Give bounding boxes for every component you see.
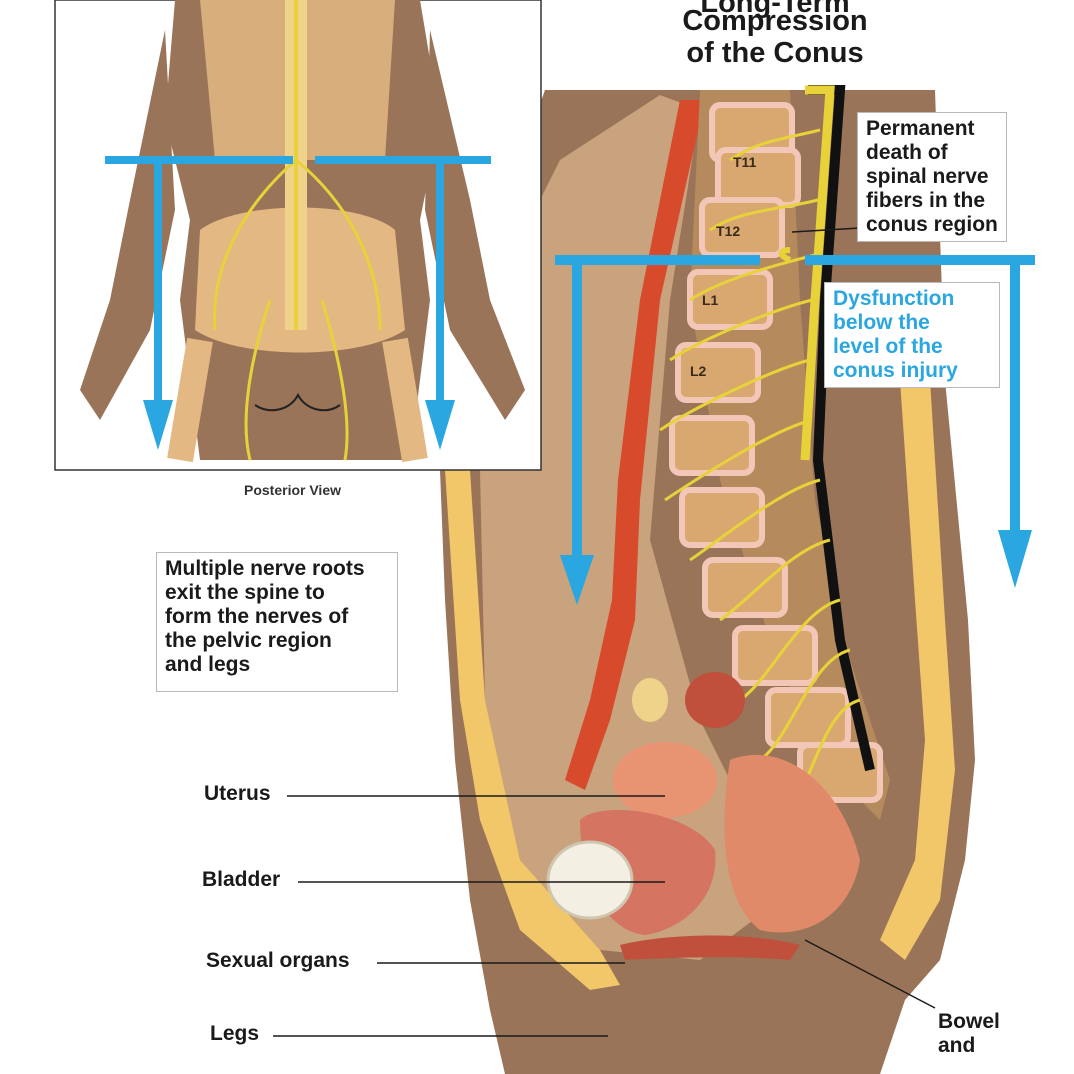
vertebra-labels: T11 T12 L1 L2 (690, 154, 757, 379)
nerve-root (664, 418, 813, 502)
vertebral-body (732, 625, 818, 686)
vertebra-label-t12: T12 (716, 223, 740, 239)
vertebra-label-t11: T11 (733, 154, 757, 170)
vertebral-body (702, 557, 788, 618)
label-sexual-organs: Sexual organs (206, 949, 350, 972)
fat-layer-front (445, 470, 620, 990)
leader-lines (273, 227, 936, 1037)
fat-layer-back (880, 380, 955, 960)
callout-nerve-roots: Multiple nerve roots exit the spine to f… (156, 552, 398, 692)
nerve-root (669, 298, 813, 362)
nerve-root (759, 648, 851, 762)
nerve-root (709, 198, 819, 232)
nerve-root (689, 478, 821, 562)
spinal-cord (778, 85, 875, 772)
posterior-view-caption: Posterior View (244, 482, 342, 498)
vertebra-label-l1: L1 (702, 292, 719, 308)
vertebral-body (679, 487, 765, 548)
nerve-root (719, 538, 831, 622)
ovary-shape (685, 672, 745, 728)
label-bladder: Bladder (202, 868, 281, 891)
callout-permanent-death: Permanent death of spinal nerve fibers i… (857, 112, 1007, 242)
posterior-view-inset (54, 0, 542, 471)
title-line-3: of the Conus (686, 37, 864, 69)
nerve-root (739, 598, 841, 702)
label-bowel-and: and (938, 1034, 976, 1057)
vertebra-label-l2: L2 (690, 363, 707, 379)
nerve-roots (659, 128, 861, 822)
nerve-root (689, 253, 816, 302)
title-line-1: Long-Term (700, 0, 850, 19)
nerve-root (729, 128, 821, 162)
vertebral-body (669, 415, 755, 476)
label-uterus: Uterus (204, 782, 271, 805)
vertebral-body (675, 342, 761, 403)
label-legs: Legs (210, 1022, 260, 1045)
artery (565, 100, 705, 790)
nerve-root (659, 358, 811, 432)
title-line-2: Compression (682, 5, 868, 37)
bowel-shape (724, 754, 860, 933)
callout-dysfunction: Dysfunction below the level of the conus… (824, 282, 1000, 388)
pubic-bone (546, 840, 634, 920)
pelvic-organs (546, 672, 860, 960)
dysfunction-arrows (105, 156, 1035, 605)
uterus-shape (613, 742, 717, 818)
label-bowel: Bowel (938, 1010, 1000, 1033)
